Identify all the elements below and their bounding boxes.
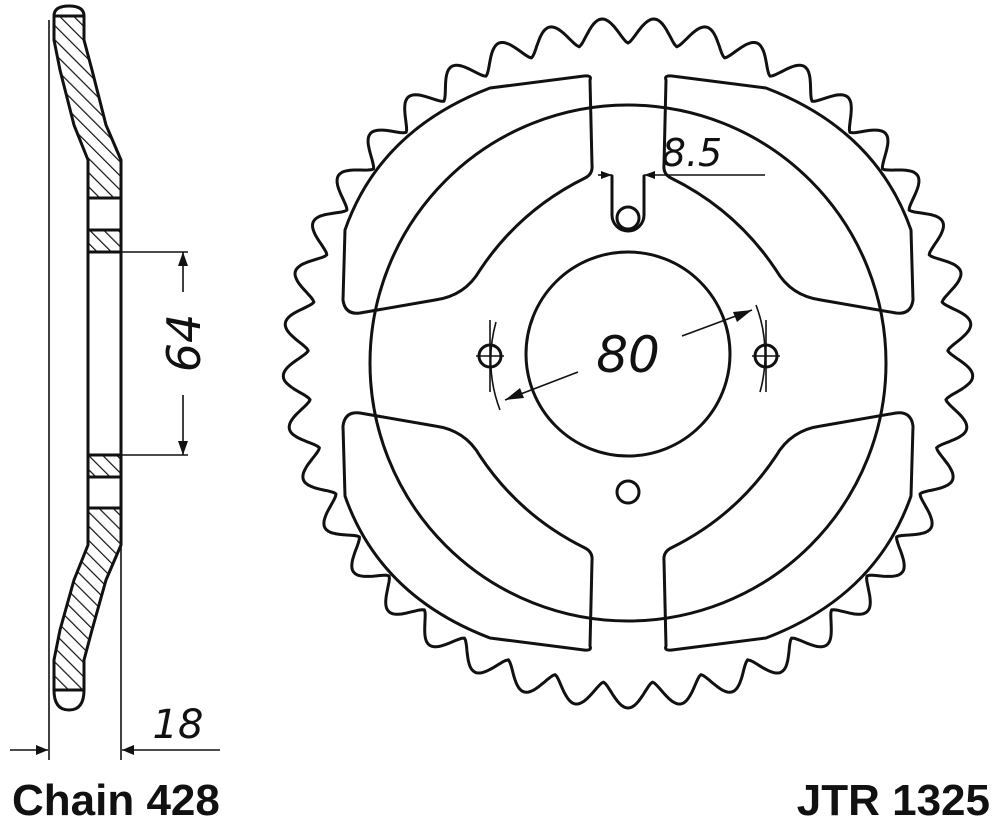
bottom-tooth-cap (52, 688, 86, 712)
bolt-hole-bottom (615, 479, 641, 505)
front-view: 80 8.5 (281, 17, 975, 710)
window-bottom-left (341, 411, 594, 652)
window-bottom-right (662, 411, 915, 652)
lower-lug-section (86, 453, 123, 479)
inner-ring (368, 103, 888, 623)
bolt-circle-arc-left (489, 321, 501, 411)
window-top-right (662, 74, 915, 315)
thickness-label: 18 (153, 702, 204, 748)
center-bore (524, 250, 732, 458)
bolt-hole-top (610, 174, 646, 233)
upper-lug-section (86, 228, 123, 254)
sprocket-teeth-outline (281, 17, 975, 710)
bolt-hole-label: 8.5 (662, 131, 722, 175)
window-top-left (341, 74, 594, 315)
top-tooth-cap (52, 4, 86, 18)
bolt-circle-arc-right (755, 304, 766, 393)
part-number: JTR 1325 (797, 776, 990, 825)
bolt-circle-label: 80 (596, 326, 660, 384)
side-height-label: 64 (157, 314, 211, 373)
upper-web-section (52, 14, 123, 200)
side-profile-view: 64 18 (10, 4, 220, 760)
chain-label: Chain 428 (12, 776, 220, 825)
lower-web-section (52, 506, 123, 692)
